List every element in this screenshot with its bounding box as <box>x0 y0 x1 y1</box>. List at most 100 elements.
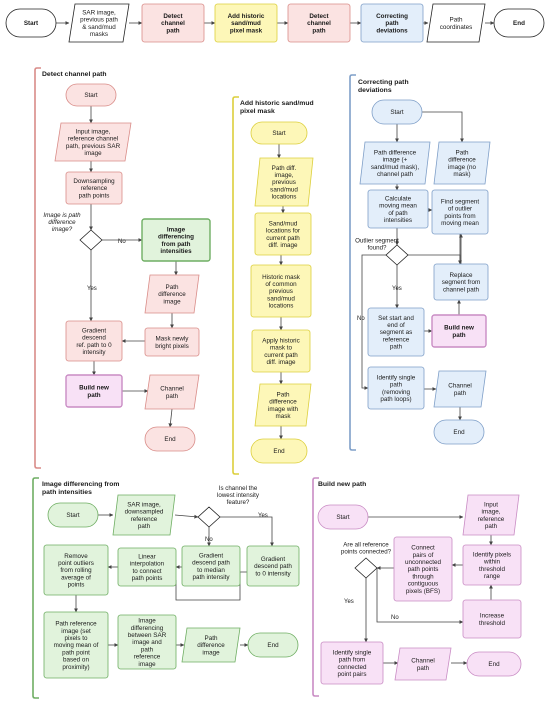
diffint-gradient-zero <box>246 545 300 587</box>
correct-build-new-path-label-line: path <box>452 332 465 339</box>
diffint-section-title: path intensities <box>42 489 92 496</box>
correct-moving-mean-label-line: Calculate <box>385 195 412 202</box>
detect-decision-diamond <box>79 229 103 251</box>
correct-channel-path-output <box>433 370 487 408</box>
build-identify-pixels-label-line: range <box>484 573 501 580</box>
diffint-input-data-label-line: downsampled <box>125 509 164 516</box>
build-start-label: Start <box>336 514 350 521</box>
build-input-data-label-line: reference <box>478 516 505 523</box>
top-correcting-path-deviations <box>360 3 424 43</box>
diffint-gradient-median-label-line: path intensity <box>192 574 230 581</box>
detect-image-differencing-label-line: differencing <box>158 234 194 241</box>
detect-input-data-label-line: image <box>84 150 102 157</box>
detect-build-new-path-label-line: Build new <box>79 385 109 392</box>
historic-input-data-label: Path diff.image,previoussand/mudlocation… <box>270 165 298 201</box>
diffint-gradient-zero-label-line: Gradient <box>261 556 285 563</box>
historic-input-data-label-line: image, <box>275 172 294 179</box>
detect-input-data-label-line: path, previous SAR <box>66 143 121 150</box>
detect-build-new-path-label-line: path <box>87 392 100 399</box>
top-input-data-label-line: previous path <box>80 17 118 24</box>
diffint-gradient-zero-label-line: descend path <box>254 563 292 570</box>
top-correcting-path-deviations-label-line: deviations <box>376 27 408 34</box>
build-input-data-label-line: Input <box>484 501 498 508</box>
historic-sandmud-locations-label-line: current path <box>266 235 300 242</box>
diffint-image-differencing-sar-label-line: between SAR <box>128 632 167 639</box>
build-decision-diamond <box>354 557 378 579</box>
build-connect-pairs-label-line: unconnected <box>405 559 442 566</box>
correct-decision-diamond <box>385 244 409 266</box>
diffint-path-reference-image-label-line: proximity) <box>62 664 89 671</box>
top-path-coordinates <box>426 3 486 43</box>
correct-input-path-diff-mask-label-line: channel path <box>377 171 414 178</box>
diffint-gradient-median <box>181 545 241 587</box>
build-connect-pairs-label-line: pixels (BFS) <box>406 588 440 595</box>
correct-end-label: End <box>453 429 465 436</box>
diffint-decision-diamond <box>197 506 221 528</box>
build-connect-pairs-label-line: through <box>412 573 434 580</box>
historic-section-bracket <box>232 96 239 475</box>
build-identify-pixels-label-line: within <box>483 559 501 566</box>
detect-downsampling-label-line: reference <box>81 185 108 192</box>
detect-build-new-path <box>65 374 123 408</box>
diffint-section-title: Image differencing from <box>42 481 119 488</box>
correct-set-start-end <box>367 307 425 357</box>
build-decision-question-label-line: Are all reference <box>343 542 389 549</box>
diffint-image-differencing-sar-label-line: image and <box>132 639 162 646</box>
correct-set-start-end-label-line: segment as <box>380 329 413 336</box>
build-decision-question-label-line: points connected? <box>341 549 392 556</box>
top-start-terminal-label-line: Start <box>24 20 39 27</box>
detect-downsampling <box>65 171 123 205</box>
historic-output-image-label-line: image with <box>268 406 299 413</box>
correct-input-path-diff-mask-label-line: Path difference <box>374 149 417 156</box>
diffint-path-reference-image-label-line: path point <box>62 649 90 656</box>
correct-section-title: Correcting path <box>358 79 409 86</box>
detect-gradient-descend <box>65 320 123 362</box>
correct-find-segment <box>431 189 489 235</box>
diffint-remove-outliers <box>43 544 109 596</box>
build-identify-pixels-label-line: Identify pixels <box>473 551 511 558</box>
correct-input-path-diff-nomask-label-line: difference <box>448 157 476 164</box>
top-detect-channel-path-2-label-line: Detect <box>309 13 329 20</box>
correct-section-bracket <box>349 74 356 451</box>
top-input-data-label-line: SAR image, <box>82 9 116 16</box>
historic-sandmud-locations-label-line: locations for <box>266 228 300 235</box>
historic-common-mask-label-line: Historic mask <box>262 274 301 281</box>
top-end-terminal-label: End <box>513 20 525 27</box>
correct-moving-mean-label-line: moving mean <box>379 203 417 210</box>
historic-input-data-label-line: previous <box>272 179 296 186</box>
diffint-path-difference-output <box>181 627 241 663</box>
diffint-linear-interpolation-label-line: path points <box>132 575 163 582</box>
detect-mask-bright-pixels-label-line: bright pixels <box>155 343 189 350</box>
connector-arrow <box>175 571 247 601</box>
top-input-data-label-line: & sand/mud <box>82 24 116 31</box>
diffint-input-data <box>112 494 176 536</box>
diffint-path-reference-image-label-line: Path reference <box>55 621 97 628</box>
historic-input-data-label-line: locations <box>272 194 297 201</box>
build-connect-pairs-label-line: contiguous <box>408 581 438 588</box>
detect-mask-bright-pixels <box>144 327 200 357</box>
historic-end-label: End <box>273 448 285 455</box>
diffint-gradient-zero-label-line: to 0 intensity <box>255 570 291 577</box>
top-add-historic-mask <box>214 3 278 43</box>
connector-arrow <box>376 568 464 624</box>
correct-input-path-diff-nomask <box>433 141 491 185</box>
build-section-bracket <box>312 477 319 697</box>
build-connect-pairs <box>393 536 453 602</box>
connector-arrow <box>408 254 461 264</box>
historic-apply-mask-label-line: current path <box>264 352 298 359</box>
build-increase-threshold <box>462 599 522 639</box>
correct-build-new-path <box>431 314 487 348</box>
historic-output-image-label-line: difference <box>269 399 297 406</box>
